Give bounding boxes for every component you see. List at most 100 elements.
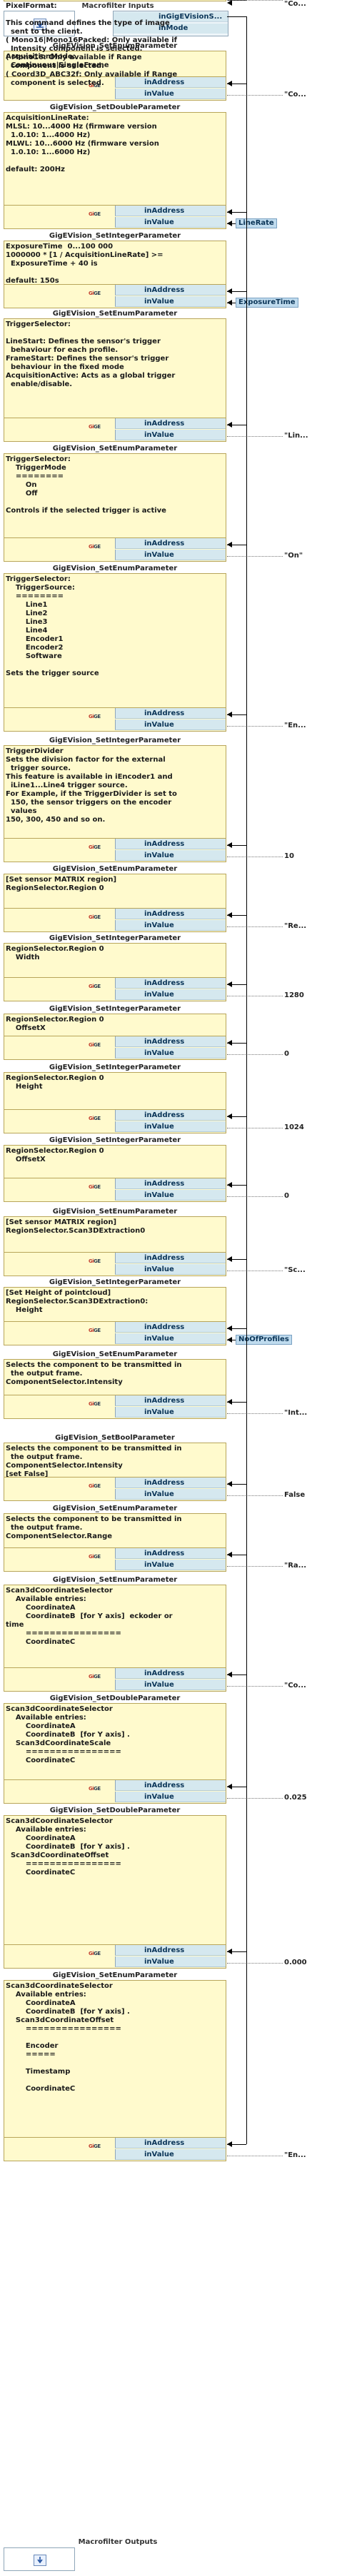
constant-value[interactable]: "Re... (284, 922, 307, 930)
in-value-port[interactable]: inValue (115, 920, 226, 931)
linked-parameter-label[interactable]: LineRate (236, 218, 277, 228)
in-value-port[interactable]: inValue (115, 1792, 226, 1802)
constant-value[interactable]: "Ra... (284, 1562, 307, 1570)
in-value-port[interactable]: inValue (115, 550, 226, 560)
in-address-port[interactable]: inAddress (115, 1548, 226, 1559)
constant-value[interactable]: "Sc... (284, 1266, 306, 1274)
macrofilter-inputs-block[interactable] (4, 11, 75, 36)
in-value-port[interactable]: inValue (115, 1190, 226, 1201)
in-value-port[interactable]: inValue (115, 989, 226, 1000)
constant-value[interactable]: 0.000 (284, 1959, 307, 1966)
filter-node[interactable]: GigEVision_SetEnumParameter[Set sensor M… (4, 865, 226, 932)
in-address-port[interactable]: inAddress (115, 1780, 226, 1791)
in-value-port[interactable]: inValue (115, 1956, 226, 1967)
constant-value[interactable]: "Co... (284, 91, 306, 99)
input-port-mode[interactable]: inMode (114, 24, 228, 34)
filter-node[interactable]: GigEVision_SetEnumParameter[Set sensor M… (4, 1208, 226, 1276)
filter-comment: TriggerSelector: TriggerSource: ========… (6, 575, 99, 677)
constant-value[interactable]: "Int... (284, 1409, 308, 1417)
in-value-port[interactable]: inValue (115, 1048, 226, 1059)
in-value-port[interactable]: inValue (115, 1121, 226, 1132)
in-value-port[interactable]: inValue (115, 296, 226, 307)
in-value-port[interactable]: inValue (115, 1407, 226, 1418)
constant-value[interactable]: "Co... (284, 0, 306, 8)
in-value-port[interactable]: inValue (115, 1264, 226, 1275)
in-address-port[interactable]: inAddress (115, 2138, 226, 2148)
in-address-port[interactable]: inAddress (115, 978, 226, 989)
in-address-port[interactable]: inAddress (115, 538, 226, 549)
constant-value[interactable]: False (284, 1491, 306, 1499)
constant-value[interactable]: 0 (284, 1192, 289, 1200)
constant-value[interactable]: "En... (284, 722, 306, 729)
in-address-port[interactable]: inAddress (115, 909, 226, 919)
in-value-port[interactable]: inValue (115, 850, 226, 861)
in-address-port[interactable]: inAddress (115, 418, 226, 429)
in-address-port[interactable]: inAddress (115, 1322, 226, 1333)
in-address-port[interactable]: inAddress (115, 1036, 226, 1047)
in-address-port[interactable]: inAddress (115, 1945, 226, 1956)
in-address-port[interactable]: inAddress (115, 285, 226, 296)
constant-value[interactable]: 10 (284, 852, 294, 860)
linked-parameter-label[interactable]: NoOfProfiles (236, 1335, 292, 1345)
connection-line-dotted (227, 1686, 283, 1687)
filter-node[interactable]: GigEVision_SetEnumParameterPixelFormat: … (4, 0, 226, 87)
filter-node[interactable]: GigEVision_SetIntegerParameter[Set Heigh… (4, 1278, 226, 1345)
constant-value[interactable]: "Co... (284, 1682, 306, 1689)
in-value-port[interactable]: inValue (115, 89, 226, 99)
constant-value[interactable]: 1024 (284, 1123, 304, 1131)
in-value-port[interactable]: inValue (115, 217, 226, 228)
in-value-port[interactable]: inValue (115, 1489, 226, 1500)
in-value-port[interactable]: inValue (115, 2149, 226, 2160)
input-port-gige[interactable]: inGigEVisionS... (114, 12, 228, 22)
gige-logo-icon: GiGE (89, 914, 101, 920)
in-value-port[interactable]: inValue (115, 430, 226, 440)
in-address-port[interactable]: inAddress (115, 1253, 226, 1263)
constant-value[interactable]: "Lin... (284, 432, 308, 440)
in-address-port[interactable]: inAddress (115, 1395, 226, 1406)
in-value-port[interactable]: inValue (115, 719, 226, 730)
linked-parameter-label[interactable]: ExposureTime (236, 298, 298, 308)
in-address-port[interactable]: inAddress (115, 206, 226, 216)
in-address-port[interactable]: inAddress (115, 1668, 226, 1679)
constant-value[interactable]: 0 (284, 1050, 289, 1058)
in-address-port[interactable]: inAddress (115, 708, 226, 719)
in-value-port[interactable]: inValue (115, 1333, 226, 1344)
filter-comment: AcquisitionLineRate: MLSL: 10...4000 Hz … (6, 114, 159, 173)
in-value-port[interactable]: inValue (115, 1560, 226, 1570)
in-address-port[interactable]: inAddress (115, 839, 226, 849)
macrofilter-outputs-block[interactable] (4, 2547, 75, 2571)
in-value-port[interactable]: inValue (115, 1680, 226, 1690)
in-address-port[interactable]: inAddress (115, 1478, 226, 1488)
in-address-port[interactable]: inAddress (115, 77, 226, 88)
in-address-port[interactable]: inAddress (115, 1110, 226, 1121)
constant-value[interactable]: "En... (284, 2151, 306, 2159)
constant-value[interactable]: 1280 (284, 991, 304, 999)
constant-value[interactable]: 0.025 (284, 1794, 307, 1802)
in-address-port[interactable]: inAddress (115, 1178, 226, 1189)
constant-value[interactable]: "On" (284, 552, 303, 560)
